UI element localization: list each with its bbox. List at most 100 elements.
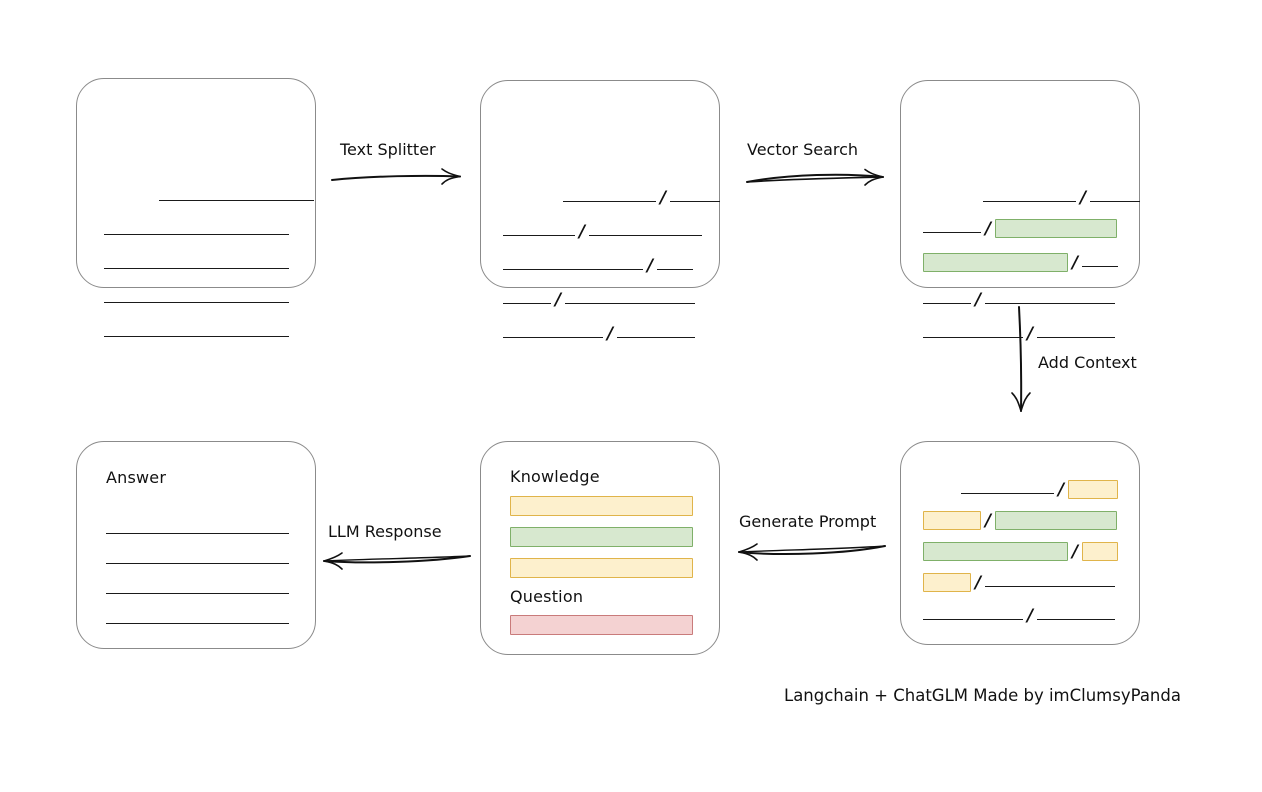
text-line: / (923, 186, 1141, 208)
text-line (104, 321, 289, 337)
text-line: / (923, 217, 1118, 239)
line-rule (670, 201, 721, 202)
line-rule (159, 200, 314, 201)
line-rule (1090, 201, 1141, 202)
question-heading: Question (510, 587, 584, 606)
answer-content: Answer (77, 442, 315, 648)
text-line (106, 578, 289, 594)
text-line: / (923, 540, 1119, 562)
highlight-chip-yellow (923, 511, 981, 530)
context-enriched-chunks-content: / / / / / (901, 442, 1139, 644)
line-separator: / (1058, 480, 1065, 500)
line-rule (961, 493, 1054, 494)
line-separator: / (660, 188, 667, 208)
line-separator: / (985, 219, 992, 239)
line-rule (985, 586, 1116, 587)
edge-llm-response: LLM Response (320, 522, 472, 570)
line-rule (923, 619, 1023, 620)
line-separator: / (579, 222, 586, 242)
line-rule (104, 336, 289, 337)
line-separator: / (1027, 324, 1034, 344)
knowledge-heading: Knowledge (510, 467, 600, 486)
line-rule (617, 337, 696, 338)
line-rule (563, 201, 656, 202)
node-prompt[interactable]: Knowledge Question (480, 441, 720, 655)
line-rule (104, 234, 289, 235)
source-document-content (77, 79, 315, 337)
line-rule (983, 201, 1076, 202)
arrow-left-icon (323, 552, 471, 570)
text-line (106, 548, 289, 564)
node-context-enriched-chunks[interactable]: / / / / / (900, 441, 1140, 645)
line-separator: / (607, 324, 614, 344)
edge-vector-search: Vector Search (745, 140, 893, 188)
line-rule (923, 303, 971, 304)
line-rule (106, 563, 289, 564)
highlight-chip-green (923, 253, 1068, 272)
edge-add-context: Add Context (1006, 305, 1166, 423)
line-rule (503, 269, 643, 270)
arrow-left-icon (738, 543, 886, 561)
highlight-chip-yellow (923, 573, 971, 592)
question-bar (510, 615, 693, 635)
knowledge-bar (510, 527, 693, 547)
line-separator: / (975, 573, 982, 593)
arrow-down-icon (1011, 306, 1031, 412)
text-line: / (923, 604, 1116, 626)
highlight-chip-yellow (1068, 480, 1119, 499)
line-separator: / (1072, 542, 1079, 562)
line-rule (657, 269, 694, 270)
node-split-chunks[interactable]: / / / / / (480, 80, 721, 343)
line-rule (923, 232, 981, 233)
highlight-chip-green (995, 219, 1118, 238)
text-line: / (923, 288, 1116, 310)
line-rule (503, 235, 575, 236)
node-source-document[interactable] (76, 78, 316, 337)
text-line: / (923, 571, 1116, 593)
line-rule (1037, 337, 1116, 338)
edge-llm-response-label: LLM Response (328, 522, 442, 541)
line-separator: / (975, 290, 982, 310)
text-line: / (503, 288, 696, 310)
text-line: / (503, 254, 694, 276)
arrow-right-icon (331, 168, 461, 185)
vector-matched-chunks-content: / / / / / (901, 81, 1141, 343)
edge-add-context-label: Add Context (1038, 353, 1137, 372)
line-rule (106, 623, 289, 624)
line-separator: / (1072, 253, 1079, 273)
edge-vector-search-label: Vector Search (747, 140, 859, 159)
node-vector-matched-chunks[interactable]: / / / / / (900, 80, 1141, 343)
node-answer[interactable]: Answer (76, 441, 316, 649)
edge-text-splitter: Text Splitter (330, 140, 470, 188)
line-separator: / (1027, 606, 1034, 626)
text-line (104, 185, 314, 201)
line-rule (589, 235, 703, 236)
text-line (104, 219, 289, 235)
line-rule (1082, 266, 1119, 267)
highlight-chip-green (995, 511, 1118, 530)
text-line: / (923, 478, 1119, 500)
text-line (106, 608, 289, 624)
line-separator: / (985, 511, 992, 531)
text-line: / (503, 186, 721, 208)
text-line: / (503, 322, 696, 344)
text-line: / (923, 322, 1116, 344)
highlight-chip-yellow (1082, 542, 1119, 561)
edge-generate-prompt: Generate Prompt (735, 512, 887, 564)
line-rule (503, 337, 603, 338)
line-separator: / (555, 290, 562, 310)
line-rule (565, 303, 696, 304)
highlight-chip-green (923, 542, 1068, 561)
line-separator: / (1080, 188, 1087, 208)
line-separator: / (647, 256, 654, 276)
knowledge-bar (510, 558, 693, 578)
split-chunks-content: / / / / / (481, 81, 721, 343)
line-rule (1037, 619, 1116, 620)
edge-generate-prompt-label: Generate Prompt (739, 512, 877, 531)
text-line (104, 253, 289, 269)
line-rule (104, 268, 289, 269)
arrow-right-icon (746, 168, 884, 186)
text-line: / (923, 251, 1119, 273)
text-line: / (503, 220, 703, 242)
answer-label: Answer (106, 468, 167, 487)
